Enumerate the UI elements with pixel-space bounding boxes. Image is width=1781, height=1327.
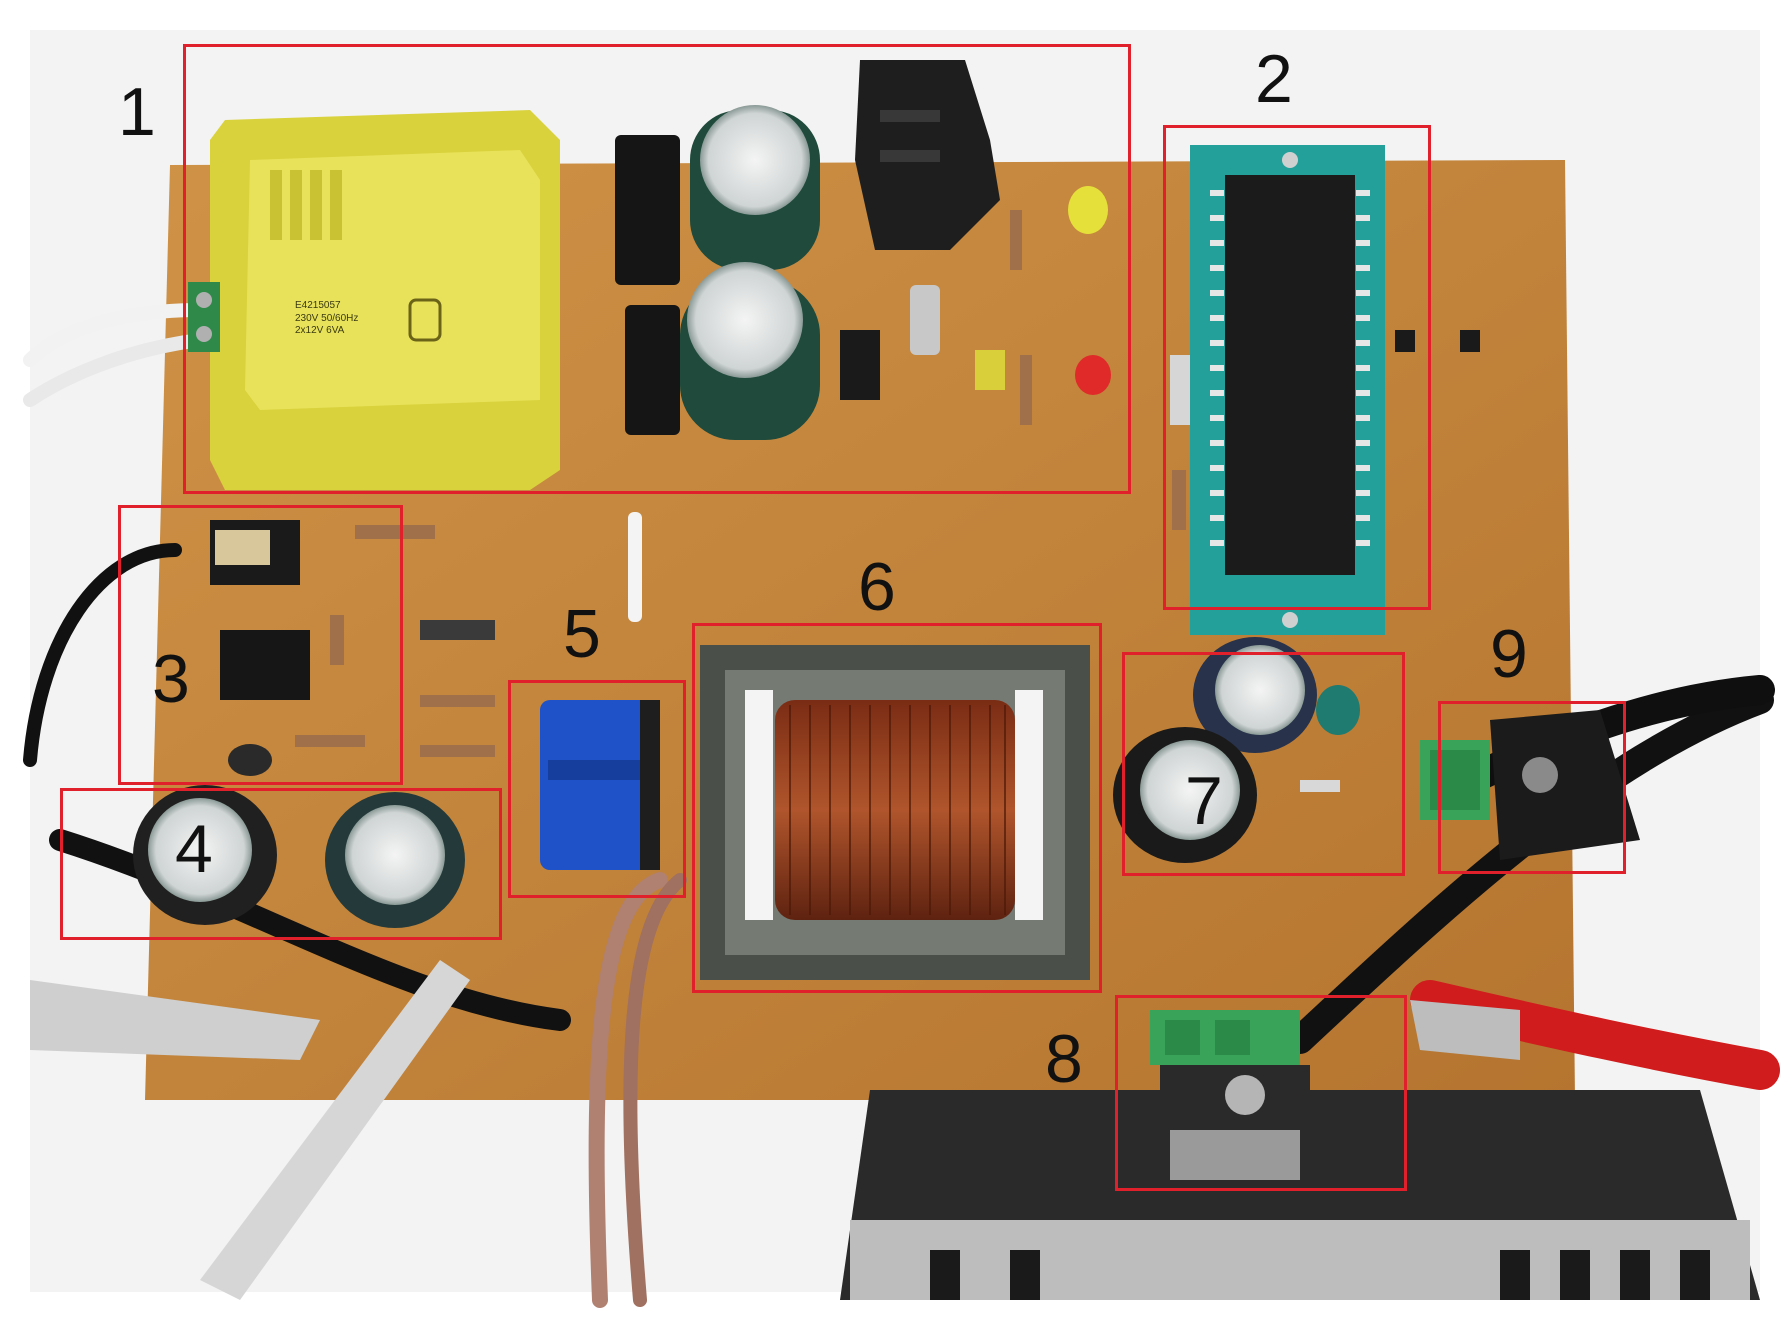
region-label-9: 9 <box>1490 616 1528 692</box>
highlight-box-3 <box>118 505 403 785</box>
ic-chips-region3 <box>210 520 495 776</box>
pin-rows <box>1210 190 1370 546</box>
heatsink <box>840 1090 1760 1300</box>
transformer-marking-line3: 2x12V 6VA <box>295 325 345 336</box>
voltage-regulator-heatsink <box>855 60 1000 250</box>
region-label-8: 8 <box>1045 1021 1083 1097</box>
highlight-box-1 <box>183 44 1131 494</box>
region-label-6: 6 <box>858 549 896 625</box>
transistors-right <box>1395 330 1480 352</box>
inductor-core <box>700 645 1090 980</box>
highlight-box-2 <box>1163 125 1431 610</box>
region-label-3: 3 <box>152 641 190 717</box>
transformer-marking-line2: 230V 50/60Hz <box>295 312 359 324</box>
highlight-box-6 <box>692 623 1102 993</box>
region-label-7: 7 <box>1185 763 1223 839</box>
capacitors-region4 <box>133 785 465 928</box>
highlight-box-7 <box>1122 652 1405 876</box>
blue-component <box>540 700 660 870</box>
region-label-5: 5 <box>563 596 601 672</box>
wire-link <box>628 512 642 622</box>
small-components-region1 <box>840 186 1111 425</box>
transformer-marking: E4215057 230V 50/60Hz 2x12V 6VA <box>295 300 358 338</box>
region-label-2: 2 <box>1255 41 1293 117</box>
highlight-box-4 <box>60 788 502 940</box>
bridge-rectifiers <box>615 135 680 435</box>
transformer <box>210 110 560 490</box>
mosfet-connector-region8 <box>1150 1010 1310 1180</box>
filter-capacitors-region1 <box>680 105 820 440</box>
highlight-box-9 <box>1438 701 1626 874</box>
transformer-marking-line1: E4215057 <box>295 300 341 311</box>
capacitors-region7 <box>1113 637 1360 863</box>
terminal-block-input <box>188 282 220 352</box>
alligator-clips <box>30 960 1520 1300</box>
highlight-box-8 <box>1115 995 1407 1191</box>
region-label-4: 4 <box>175 811 213 887</box>
highlight-box-5 <box>508 680 686 898</box>
region-label-1: 1 <box>118 74 156 150</box>
